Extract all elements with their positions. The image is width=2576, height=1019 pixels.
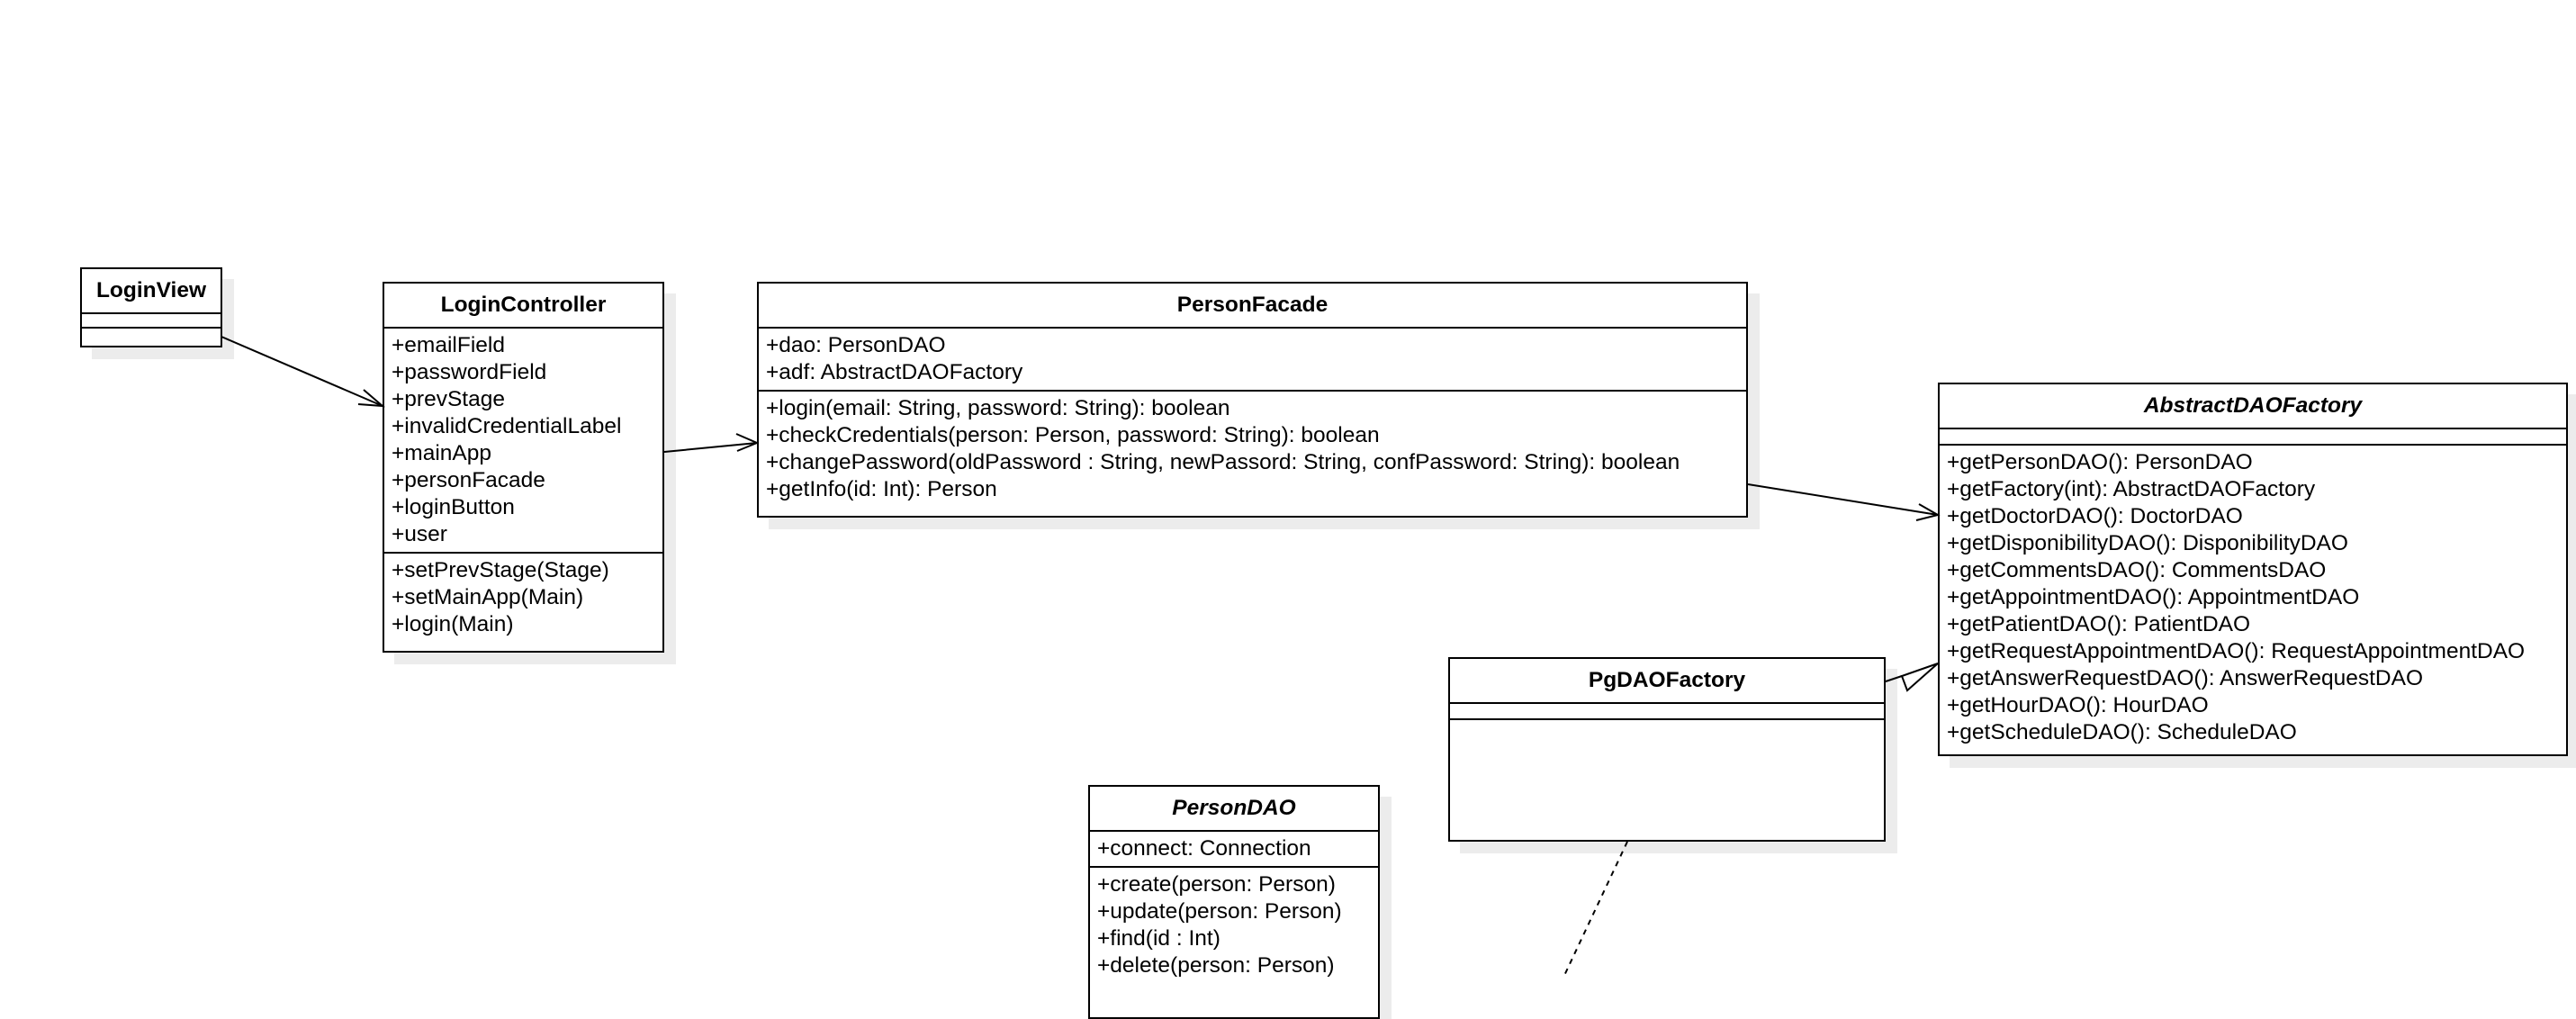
class-name: LoginView: [82, 269, 221, 314]
operations-section: +create(person: Person) +update(person: …: [1090, 868, 1378, 983]
operation: +changePassword(oldPassword : String, ne…: [766, 450, 1680, 474]
operation: +getFactory(int): AbstractDAOFactory: [1947, 477, 2316, 501]
class-person-dao[interactable]: PersonDAO +connect: Connection +create(p…: [1088, 785, 1380, 1019]
operation: +getDisponibilityDAO(): DisponibilityDAO: [1947, 531, 2348, 555]
operation: +getHourDAO(): HourDAO: [1947, 693, 2209, 717]
association-personfacade-abstractdaofactory: [1747, 483, 1941, 521]
class-login-controller[interactable]: LoginController +emailField +passwordFie…: [383, 282, 664, 653]
operation: +create(person: Person): [1097, 872, 1336, 897]
operation: +getCommentsDAO(): CommentsDAO: [1947, 558, 2327, 582]
attribute: +loginButton: [392, 495, 515, 519]
class-name: PersonDAO: [1090, 787, 1378, 832]
dependency-pgdaofactory-persondao: [1563, 841, 1628, 976]
uml-class-diagram: LoginView LoginController +emailField +p…: [80, 267, 2568, 1019]
attributes-section: +connect: Connection: [1090, 832, 1378, 868]
attributes-section: [82, 314, 221, 329]
class-person-facade[interactable]: PersonFacade +dao: PersonDAO +adf: Abstr…: [757, 282, 1748, 518]
class-pg-dao-factory[interactable]: PgDAOFactory: [1448, 657, 1886, 842]
attribute: +passwordField: [392, 360, 547, 384]
attributes-section: [1940, 429, 2566, 446]
operation: +update(person: Person): [1097, 899, 1342, 924]
class-name: PersonFacade: [759, 284, 1746, 329]
class-name: PgDAOFactory: [1450, 659, 1884, 704]
operation: +login(email: String, password: String):…: [766, 396, 1230, 420]
attribute: +emailField: [392, 333, 505, 357]
operation: +find(id : Int): [1097, 926, 1220, 951]
class-abstract-dao-factory[interactable]: AbstractDAOFactory +getPersonDAO(): Pers…: [1938, 383, 2568, 756]
attributes-section: +emailField +passwordField +prevStage +i…: [384, 329, 662, 554]
attributes-section: +dao: PersonDAO +adf: AbstractDAOFactory: [759, 329, 1746, 392]
generalization-pgdaofactory-abstractdaofactory: [1885, 663, 1939, 692]
operation: +getScheduleDAO(): ScheduleDAO: [1947, 720, 2297, 744]
operation: +getPatientDAO(): PatientDAO: [1947, 612, 2251, 636]
attribute: +prevStage: [392, 387, 505, 411]
class-login-view[interactable]: LoginView: [80, 267, 222, 347]
operations-section: +getPersonDAO(): PersonDAO +getFactory(i…: [1940, 446, 2566, 750]
attribute: +user: [392, 522, 447, 546]
operation: +getAnswerRequestDAO(): AnswerRequestDAO: [1947, 666, 2424, 690]
operation: +getDoctorDAO(): DoctorDAO: [1947, 504, 2243, 528]
operation: +delete(person: Person): [1097, 953, 1335, 978]
attribute: +adf: AbstractDAOFactory: [766, 360, 1023, 384]
operation: +getAppointmentDAO(): AppointmentDAO: [1947, 585, 2360, 609]
operation: +checkCredentials(person: Person, passwo…: [766, 423, 1380, 447]
class-name: AbstractDAOFactory: [1940, 384, 2566, 429]
operation: +setPrevStage(Stage): [392, 558, 609, 582]
attributes-section: [1450, 704, 1884, 720]
operations-section: +setPrevStage(Stage) +setMainApp(Main) +…: [384, 554, 662, 642]
operation: +login(Main): [392, 612, 514, 636]
attribute: +dao: PersonDAO: [766, 333, 946, 357]
attribute: +connect: Connection: [1097, 836, 1311, 861]
attribute: +mainApp: [392, 441, 492, 465]
association-loginview-logincontroller: [221, 336, 385, 408]
attribute: +invalidCredentialLabel: [392, 414, 622, 438]
operation: +getPersonDAO(): PersonDAO: [1947, 450, 2253, 474]
operations-section: +login(email: String, password: String):…: [759, 392, 1746, 507]
operation: +getRequestAppointmentDAO(): RequestAppo…: [1947, 639, 2526, 663]
association-logincontroller-personfacade: [663, 433, 760, 453]
operation: +getInfo(id: Int): Person: [766, 477, 997, 501]
operation: +setMainApp(Main): [392, 585, 584, 609]
attribute: +personFacade: [392, 468, 545, 492]
class-name: LoginController: [384, 284, 662, 329]
